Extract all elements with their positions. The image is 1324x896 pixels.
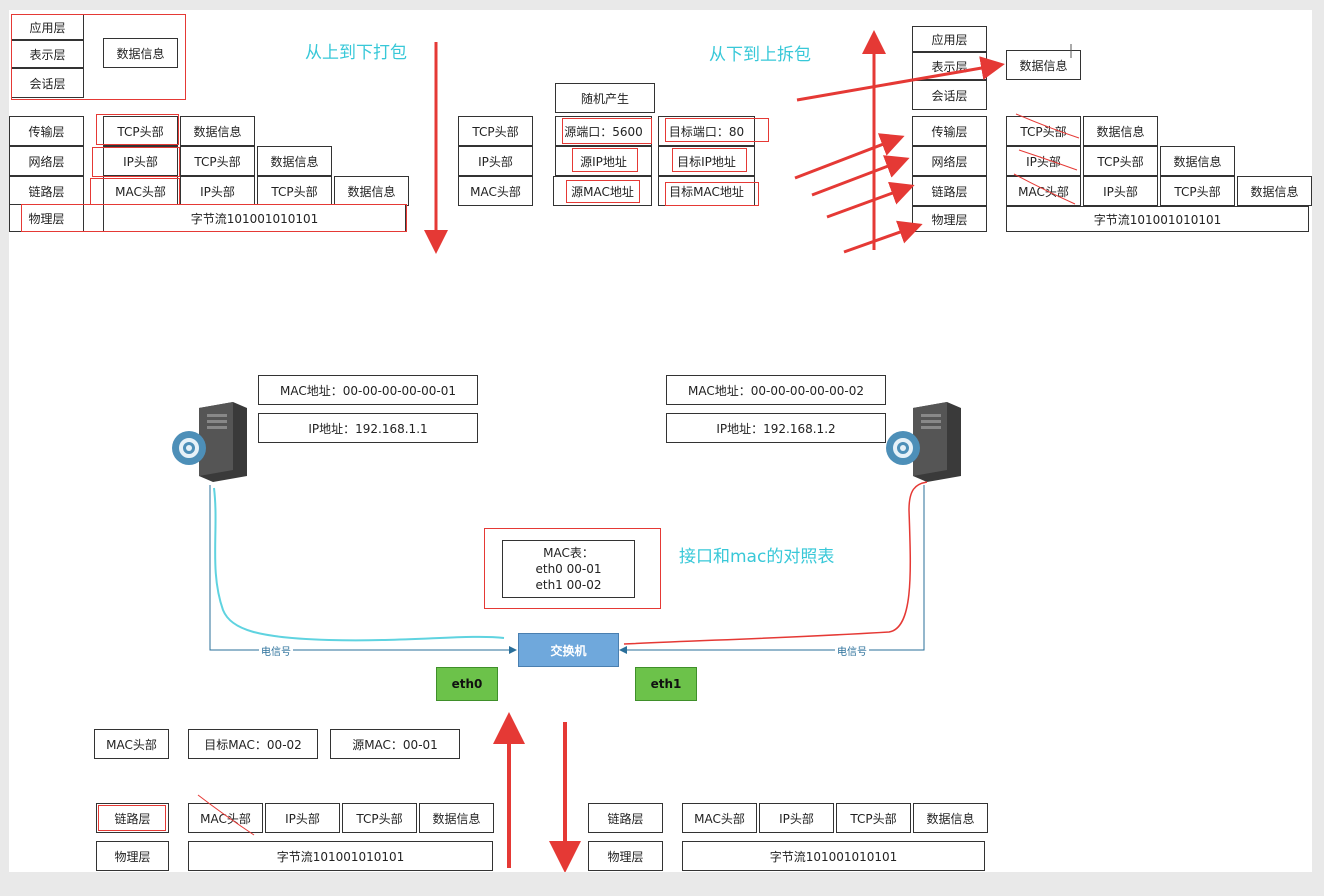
right-host-ip: IP地址：192.168.1.2 xyxy=(666,413,886,443)
data-block: 数据信息 xyxy=(1160,146,1235,176)
diagram-canvas: 应用层 表示层 会话层 数据信息 传输层 TCP头部 数据信息 网络层 IP头部… xyxy=(9,10,1312,872)
tcp-header: TCP头部 xyxy=(1160,176,1235,206)
layer-link: 链路层 xyxy=(9,176,84,206)
data-block: 数据信息 xyxy=(1083,116,1158,146)
ip-header: IP头部 xyxy=(759,803,834,833)
ip-header: IP头部 xyxy=(103,146,178,176)
ip-header: IP头部 xyxy=(1006,146,1081,176)
src-port: 源端口：5600 xyxy=(555,116,652,146)
signal-label-right: 电信号 xyxy=(835,643,869,658)
random-label: 随机产生 xyxy=(555,83,655,113)
data-block: 数据信息 xyxy=(913,803,988,833)
switch: 交换机 xyxy=(518,633,619,667)
data-block: 数据信息 xyxy=(1237,176,1312,206)
layer-presentation: 表示层 xyxy=(912,52,987,80)
mac-table: MAC表： eth0 00-01 eth1 00-02 xyxy=(502,540,635,598)
tcp-header: TCP头部 xyxy=(1083,146,1158,176)
mac-table-row: eth0 00-01 xyxy=(535,562,602,576)
right-server-icon xyxy=(886,402,961,482)
byte-stream: 字节流101001010101 xyxy=(188,841,493,871)
port-eth1: eth1 xyxy=(635,667,697,701)
data-block: 数据信息 xyxy=(180,116,255,146)
data-block: 数据信息 xyxy=(257,146,332,176)
ip-header: IP头部 xyxy=(180,176,255,206)
layer-session: 会话层 xyxy=(912,80,987,110)
tcp-header: TCP头部 xyxy=(836,803,911,833)
layer-network: 网络层 xyxy=(912,146,987,176)
right-host-mac: MAC地址：00-00-00-00-00-02 xyxy=(666,375,886,405)
layer-link: 链路层 xyxy=(96,803,169,833)
mac-header: MAC头部 xyxy=(188,803,263,833)
detail-ip-header: IP头部 xyxy=(458,146,533,176)
signal-label-left: 电信号 xyxy=(259,643,293,658)
layer-network: 网络层 xyxy=(9,146,84,176)
layer-link: 链路层 xyxy=(588,803,663,833)
layer-physical: 物理层 xyxy=(912,206,987,232)
byte-stream: 字节流101001010101 xyxy=(103,204,406,232)
mac-header: MAC头部 xyxy=(103,176,178,206)
data-block: 数据信息 xyxy=(103,38,178,68)
tcp-header: TCP头部 xyxy=(342,803,417,833)
unpack-title: 从下到上拆包 xyxy=(709,45,811,65)
port-eth0: eth0 xyxy=(436,667,498,701)
mac-header: MAC头部 xyxy=(682,803,757,833)
tcp-header: TCP头部 xyxy=(180,146,255,176)
tcp-header: TCP头部 xyxy=(103,116,178,146)
mac-table-note: 接口和mac的对照表 xyxy=(679,547,835,567)
right-link-line xyxy=(619,481,928,654)
frame-dst-mac: 目标MAC：00-02 xyxy=(188,729,318,759)
connector-overlay xyxy=(172,30,1080,872)
layer-transport: 传输层 xyxy=(912,116,987,146)
byte-stream: 字节流101001010101 xyxy=(1006,206,1309,232)
left-host-ip: IP地址：192.168.1.1 xyxy=(258,413,478,443)
left-server-icon xyxy=(172,402,247,482)
layer-session: 会话层 xyxy=(11,68,84,98)
detail-tcp-header: TCP头部 xyxy=(458,116,533,146)
frame-mac-header: MAC头部 xyxy=(94,729,169,759)
tcp-header: TCP头部 xyxy=(1006,116,1081,146)
strike-scribbles xyxy=(197,113,1080,836)
layer-app: 应用层 xyxy=(11,14,84,40)
src-mac: 源MAC地址 xyxy=(553,176,652,206)
layer-app: 应用层 xyxy=(912,26,987,52)
mac-table-title: MAC表： xyxy=(543,546,594,560)
ip-header: IP头部 xyxy=(1083,176,1158,206)
data-block: 数据信息 xyxy=(334,176,409,206)
layer-physical: 物理层 xyxy=(588,841,663,871)
data-block: 数据信息 xyxy=(1006,50,1081,80)
data-block: 数据信息 xyxy=(419,803,494,833)
detail-mac-header: MAC头部 xyxy=(458,176,533,206)
layer-transport: 传输层 xyxy=(9,116,84,146)
left-host-mac: MAC地址：00-00-00-00-00-01 xyxy=(258,375,478,405)
ip-header: IP头部 xyxy=(265,803,340,833)
pack-title: 从上到下打包 xyxy=(305,43,407,63)
mac-table-row: eth1 00-02 xyxy=(535,578,602,592)
tcp-header: TCP头部 xyxy=(257,176,332,206)
layer-pointer-arrows xyxy=(794,56,1005,254)
byte-stream: 字节流101001010101 xyxy=(682,841,985,871)
layer-physical: 物理层 xyxy=(96,841,169,871)
left-link-line xyxy=(209,485,517,654)
frame-src-mac: 源MAC：00-01 xyxy=(330,729,460,759)
